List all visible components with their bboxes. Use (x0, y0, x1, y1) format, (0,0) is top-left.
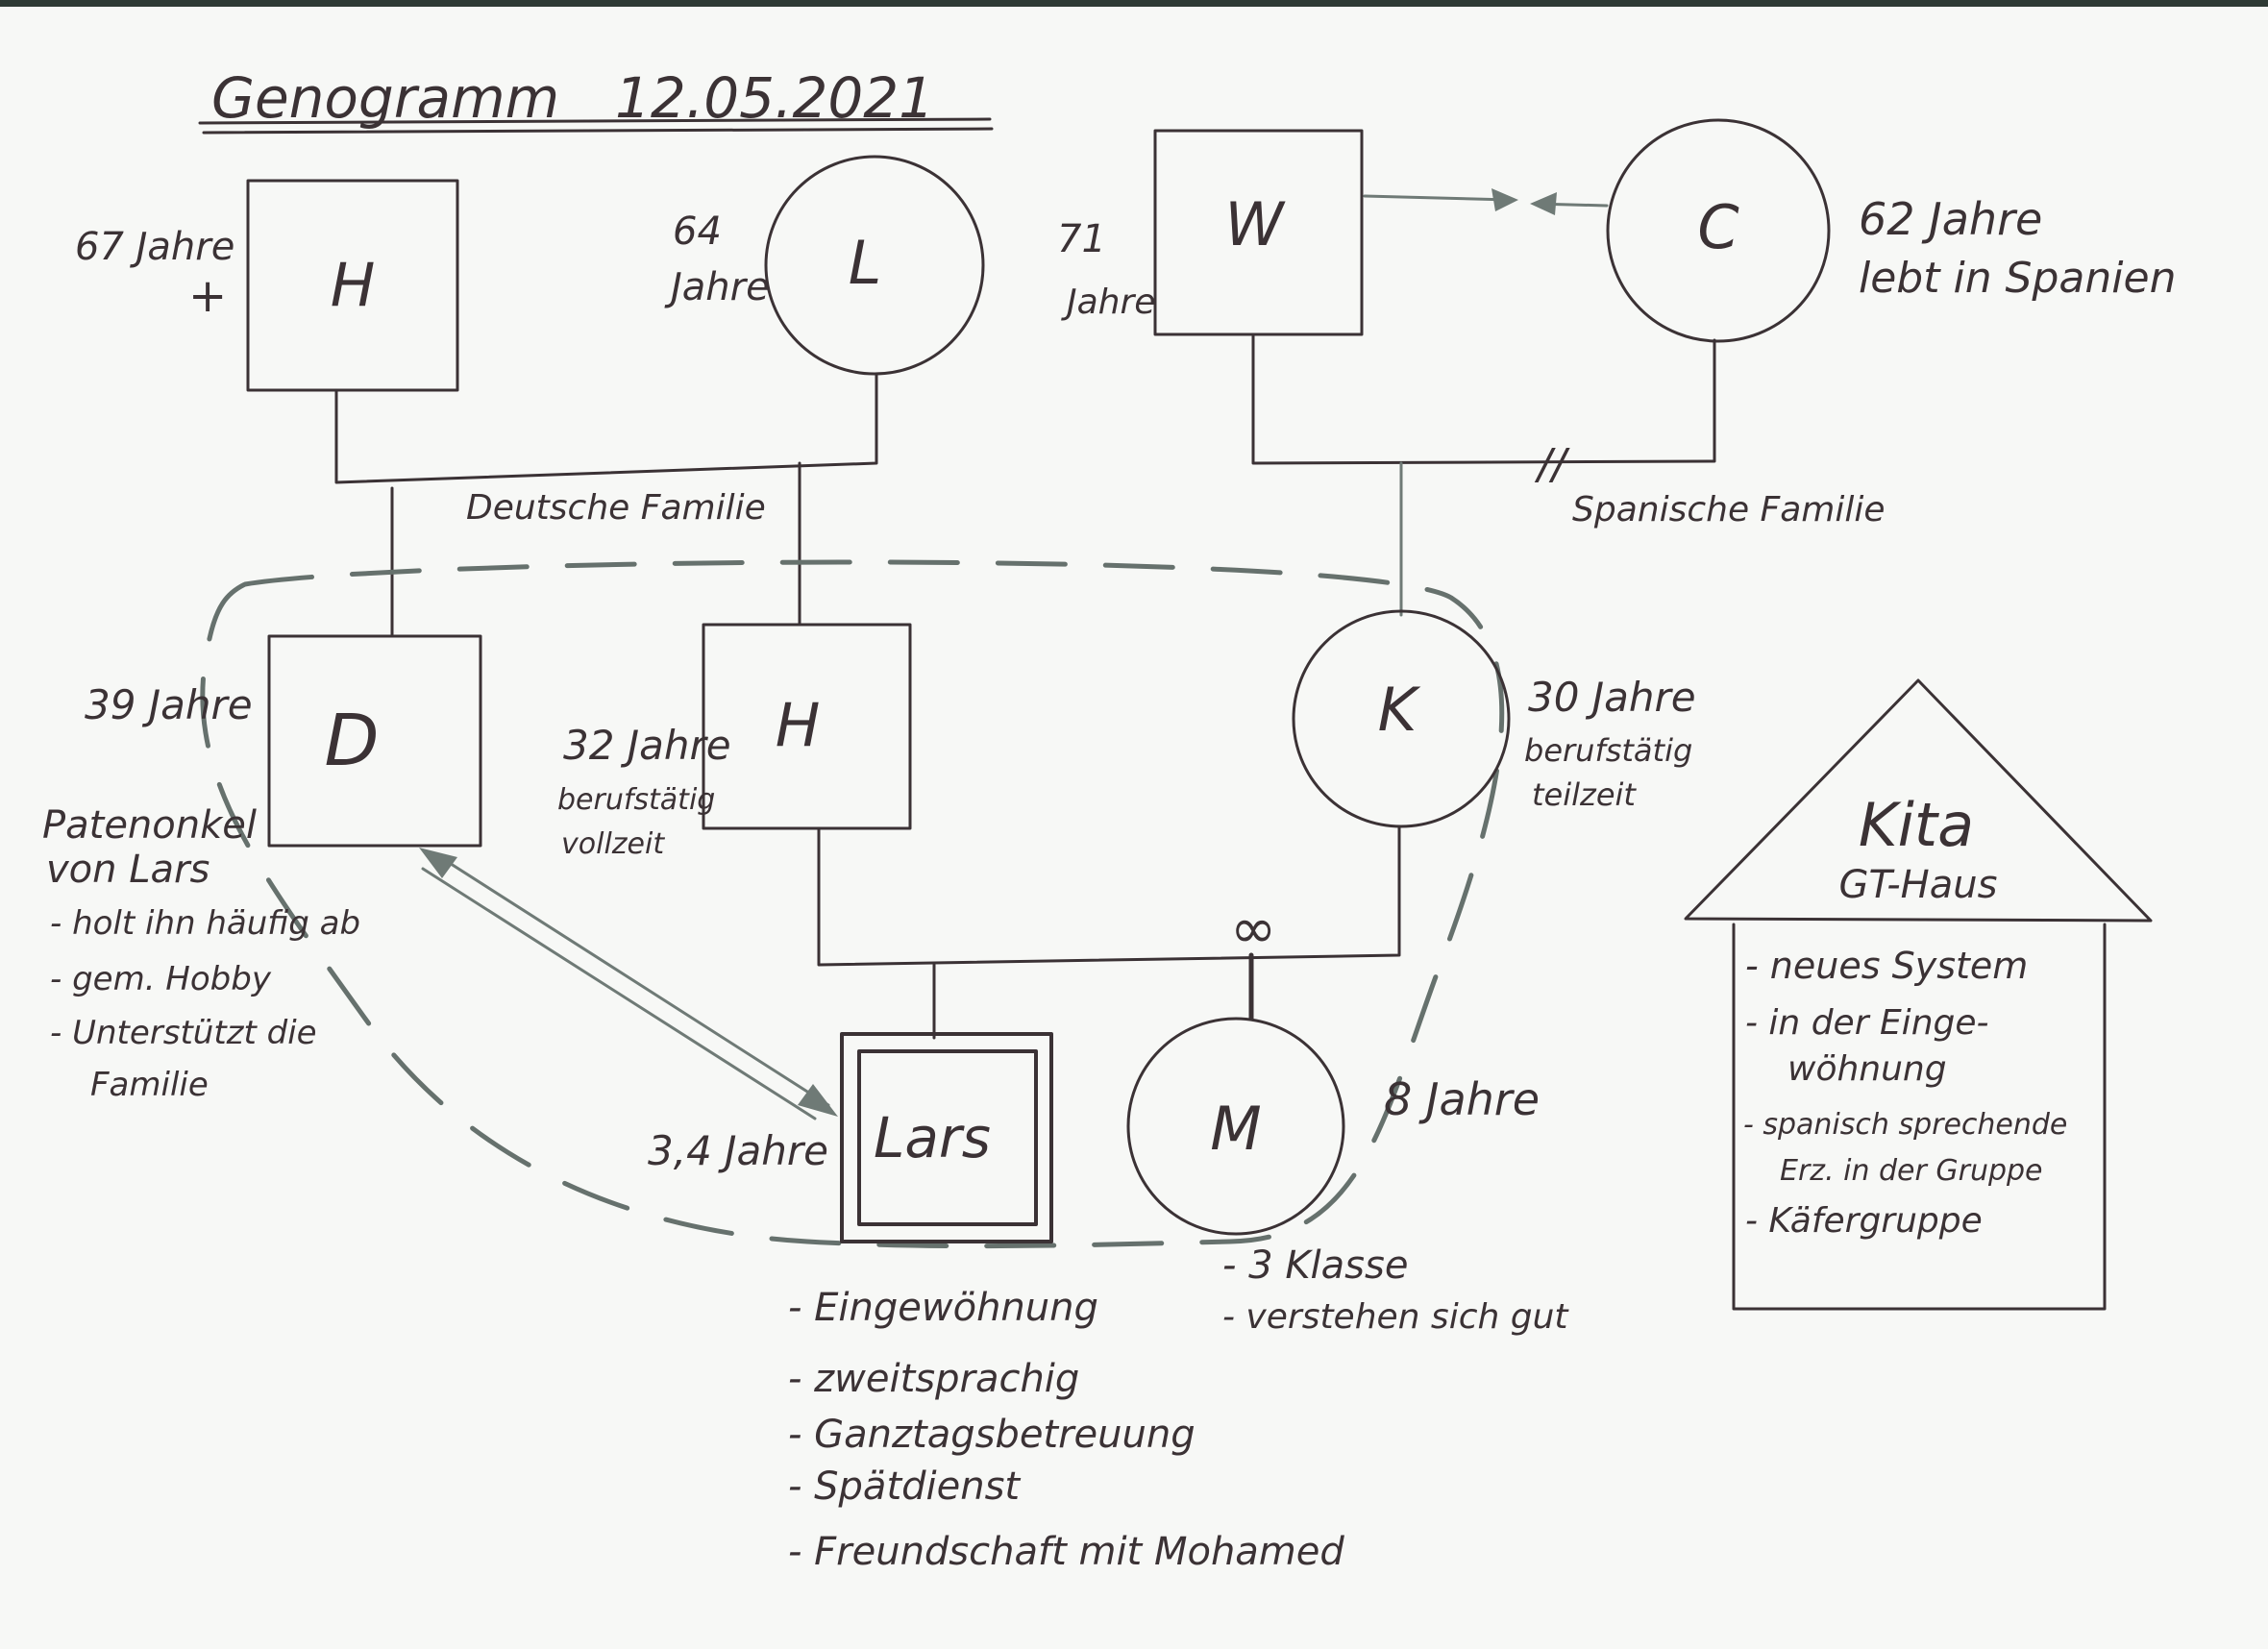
grandfather-w-age-number: 71 (1057, 217, 1106, 261)
grandmother-l-age-unit: Jahre (664, 265, 770, 309)
w-to-c-arrowhead (1491, 188, 1518, 211)
grandmother-c-symbol: C (1697, 192, 1739, 262)
spanish-couple-line (1251, 332, 1716, 465)
sibling-m-age: 8 Jahre (1384, 1073, 1540, 1125)
lars-bullet-1: - Eingewöhnung (788, 1286, 1098, 1330)
divorce-mark: // (1534, 440, 1570, 489)
grandmother-l-symbol: L (849, 228, 882, 298)
parents-couple-line (817, 824, 1401, 967)
lars-box-outer (840, 1032, 1053, 1243)
title-underline-2 (202, 127, 994, 135)
father-h-box (702, 623, 912, 830)
kita-bullet-5: Erz. in der Gruppe (1780, 1154, 2043, 1188)
lars-bullet-3: - Ganztagsbetreuung (788, 1413, 1196, 1457)
grandfather-w-age-unit: Jahre (1061, 283, 1155, 322)
kita-roof (1684, 678, 2153, 923)
father-h-note-1: berufstätig (557, 783, 715, 817)
german-family-label: Deutsche Familie (466, 488, 766, 528)
mother-k-note-2: teilzeit (1532, 776, 1637, 813)
d-lars-arrow-line-1 (432, 851, 830, 1107)
sibling-m-circle (1126, 1017, 1345, 1236)
sibling-m-bullet-1: - 3 Klasse (1222, 1243, 1408, 1288)
german-couple-line (334, 373, 878, 484)
uncle-d-bullet-3: - Unterstützt die (50, 1014, 317, 1052)
grandmother-c-circle (1606, 118, 1831, 343)
mother-k-age: 30 Jahre (1528, 674, 1696, 721)
grandmother-c-note: lebt in Spanien (1859, 254, 2176, 303)
uncle-d-note-2: von Lars (46, 848, 210, 892)
title-underline (198, 117, 992, 125)
sibling-m-symbol: M (1210, 1094, 1262, 1164)
grandfather-w-symbol: W (1224, 189, 1286, 259)
d-arrowhead (419, 848, 457, 878)
kita-bullet-1: - neues System (1745, 945, 2028, 987)
father-h-note-2: vollzeit (561, 827, 665, 861)
mother-k-circle (1292, 609, 1511, 828)
grandfather-h-symbol: H (331, 250, 376, 320)
lars-bullet-5: - Freundschaft mit Mohamed (788, 1530, 1344, 1574)
lars-box-inner (857, 1049, 1038, 1226)
kita-bullet-4: - spanisch sprechende (1743, 1108, 2067, 1142)
grandfather-h-box (246, 179, 459, 392)
spanish-family-label: Spanische Familie (1572, 490, 1886, 529)
lars-age: 3,4 Jahre (648, 1127, 828, 1174)
kita-subtitle: GT-Haus (1839, 863, 1998, 907)
uncle-d-box (267, 634, 482, 848)
infinity-symbol: ∞ (1230, 896, 1276, 961)
c-to-w-arrowhead (1530, 192, 1557, 215)
father-h-symbol: H (776, 690, 821, 760)
uncle-d-symbol: D (325, 700, 380, 782)
father-h-age: 32 Jahre (563, 722, 731, 769)
kita-house-walls (1732, 923, 2107, 1311)
grandmother-c-age: 62 Jahre (1859, 193, 2042, 245)
kita-title: Kita (1859, 790, 1974, 860)
top-edge-bar (0, 0, 2268, 7)
uncle-d-bullet-4: Familie (90, 1066, 209, 1104)
grandmother-l-age-number: 64 (673, 209, 722, 254)
d-lars-arrow-line-2 (421, 867, 817, 1120)
uncle-d-bullet-1: - holt ihn häufig ab (50, 904, 360, 943)
diagram-title: Genogramm (211, 65, 559, 131)
sibling-m-bullet-2: - verstehen sich gut (1222, 1297, 1569, 1337)
uncle-d-bullet-2: - gem. Hobby (50, 960, 272, 998)
household-boundary (200, 559, 1505, 1249)
lars-arrowhead (798, 1084, 838, 1117)
kita-bullet-6: - Käfergruppe (1745, 1201, 1983, 1241)
lars-bullet-4: - Spätdienst (788, 1464, 1021, 1509)
grandmother-l-circle (764, 155, 985, 376)
w-to-c-arrow (1363, 194, 1513, 202)
grandfather-h-age: 67 Jahre (75, 225, 234, 269)
uncle-d-note-1: Patenonkel (42, 803, 257, 848)
uncle-d-age: 39 Jahre (85, 681, 253, 728)
lars-bullet-2: - zweitsprachig (788, 1357, 1079, 1401)
kita-bullet-3: wöhnung (1787, 1049, 1947, 1089)
lars-symbol: Lars (874, 1105, 991, 1170)
mother-k-note-1: berufstätig (1524, 732, 1692, 769)
mother-k-symbol: K (1378, 675, 1421, 745)
kita-bullet-2: - in der Einge- (1745, 1003, 1989, 1043)
grandfather-w-box (1153, 129, 1364, 336)
grandfather-h-deceased-mark: + (188, 269, 227, 323)
